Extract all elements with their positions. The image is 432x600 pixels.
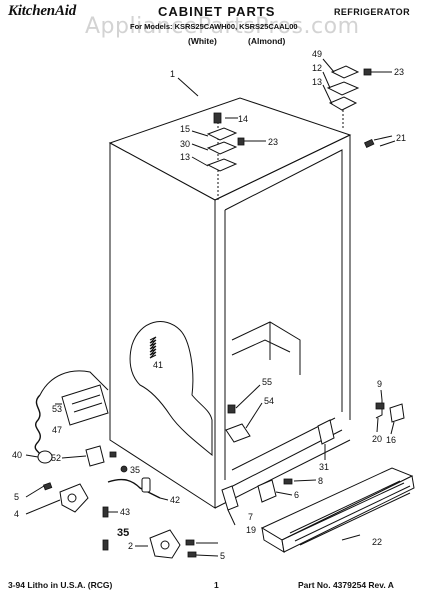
callout-2: 2 <box>128 541 133 551</box>
footer-page-number: 1 <box>214 580 219 590</box>
color-white-label: (White) <box>188 36 217 46</box>
category-label: REFRIGERATOR <box>334 7 410 17</box>
toe-grille <box>260 467 415 553</box>
callout-15: 15 <box>180 124 190 134</box>
callout-42: 42 <box>170 495 180 505</box>
callout-53: 53 <box>52 404 62 414</box>
brand-logo: KitchenAid <box>8 3 77 19</box>
model-numbers: For Models: KSRS25CAWH00, KSRS25CAAL00 <box>130 22 298 31</box>
leader-1 <box>177 77 199 97</box>
callout-9: 9 <box>377 379 382 389</box>
callout-21: 21 <box>396 133 406 143</box>
callout-43: 43 <box>120 507 130 517</box>
callout-1: 1 <box>170 69 175 79</box>
callout-19: 19 <box>246 525 256 535</box>
callout-47: 47 <box>52 425 62 435</box>
callout-8: 8 <box>318 476 323 486</box>
cabinet-body <box>108 97 352 509</box>
callout-20: 20 <box>372 434 382 444</box>
callout-52: 52 <box>51 453 61 463</box>
callout-5b: 5 <box>220 551 225 561</box>
callout-22: 22 <box>372 537 382 547</box>
callout-12: 12 <box>312 63 322 73</box>
watermark: AppliancePartsPros.com <box>85 14 360 39</box>
lower-right-parts <box>221 384 405 526</box>
callout-14: 14 <box>238 114 248 124</box>
callout-23b: 23 <box>394 67 404 77</box>
callout-40: 40 <box>12 450 22 460</box>
callout-31: 31 <box>319 462 329 472</box>
callout-16: 16 <box>386 435 396 445</box>
callout-5a: 5 <box>14 492 19 502</box>
callout-7: 7 <box>248 512 253 522</box>
callout-35a: 35 <box>130 465 140 475</box>
callout-49: 49 <box>312 49 322 59</box>
lower-left-parts <box>25 370 219 559</box>
top-hinge-left <box>191 112 266 200</box>
callout-54: 54 <box>264 396 274 406</box>
leader-21 <box>379 140 396 147</box>
callout-4: 4 <box>14 509 19 519</box>
callout-23a: 23 <box>268 137 278 147</box>
callout-13a: 13 <box>180 152 190 162</box>
callout-55: 55 <box>262 377 272 387</box>
callout-13b: 13 <box>312 77 322 87</box>
color-almond-label: (Almond) <box>248 36 286 46</box>
top-hinge-right <box>322 58 393 148</box>
callout-35b: 35 <box>117 527 129 539</box>
footer-litho: 3-94 Litho in U.S.A. (RCG) <box>8 580 113 590</box>
callout-41: 41 <box>153 360 163 370</box>
callout-30: 30 <box>180 139 190 149</box>
page-title: CABINET PARTS <box>158 4 276 19</box>
callout-labels: 1 14 15 30 13 23 49 12 13 23 21 41 53 47… <box>12 49 406 561</box>
callout-6: 6 <box>294 490 299 500</box>
footer-part-number: Part No. 4379254 Rev. A <box>298 580 394 590</box>
